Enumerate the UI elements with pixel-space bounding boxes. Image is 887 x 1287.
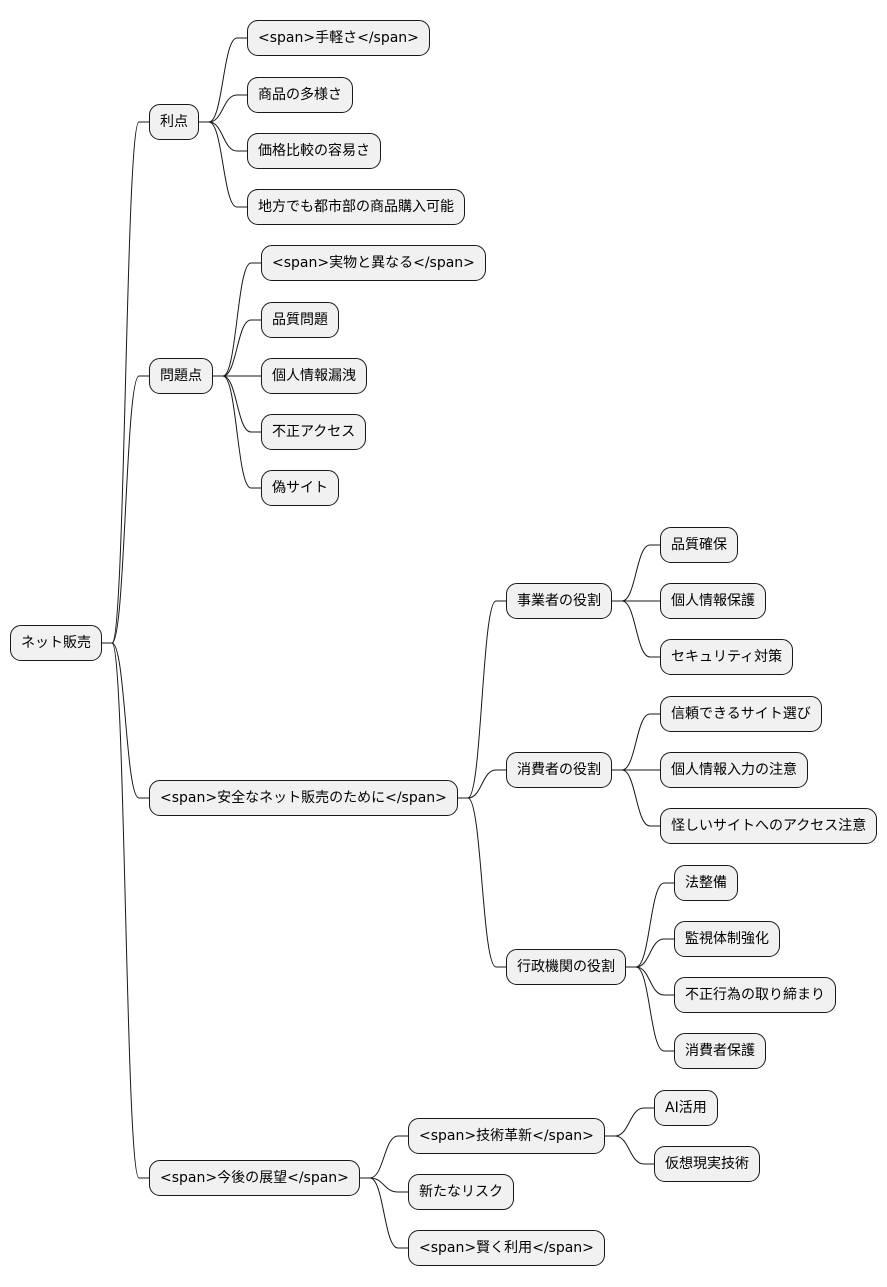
connector-line [626,938,674,968]
role-consumer: 消費者の役割 [506,752,612,788]
connector-line [626,882,674,968]
future-item: <span>賢く利用</span> [408,1230,605,1266]
connector-line [604,1135,654,1165]
connector-line [457,600,506,799]
government-item: 法整備 [674,865,738,901]
branch-future: <span>今後の展望</span> [149,1160,360,1196]
business-item: セキュリティ対策 [660,639,794,675]
connector-line [213,262,261,377]
merit-item: <span>手軽さ</span> [247,20,430,56]
root-node: ネット販売 [10,625,102,661]
government-item: 監視体制強化 [674,921,780,957]
merit-item: 商品の多様さ [247,77,353,113]
connector-line [359,1135,408,1179]
consumer-item: 信頼できるサイト選び [660,696,822,732]
role-business: 事業者の役割 [506,583,612,619]
connector-line [102,375,149,644]
connector-line [359,1177,408,1249]
problem-item: 偽サイト [261,470,339,506]
connector-line [612,544,660,602]
problem-item: 個人情報漏洩 [261,358,367,394]
future-item: 新たなリスク [408,1174,514,1210]
branch-merits: 利点 [149,104,199,140]
connector-line [199,121,247,208]
connector-line [612,600,660,658]
connector-line [457,797,506,968]
connector-line [359,1177,408,1193]
problem-item: <span>実物と異なる</span> [261,245,486,281]
branch-problems: 問題点 [149,358,213,394]
government-item: 消費者保護 [674,1033,766,1069]
connector-line [102,121,149,644]
merit-item: 地方でも都市部の商品購入可能 [247,189,465,225]
consumer-item: 個人情報入力の注意 [660,752,808,788]
branch-safety: <span>安全なネット販売のために</span> [149,780,458,816]
business-item: 個人情報保護 [660,583,766,619]
connector-line [102,642,149,799]
connector-line [604,1107,654,1137]
connector-line [626,966,674,1052]
role-government: 行政機関の役割 [506,949,626,985]
consumer-item: 怪しいサイトへのアクセス注意 [660,808,878,844]
connector-line [102,642,149,1179]
tech-item: 仮想現実技術 [654,1146,760,1182]
connector-line [213,375,261,433]
merit-item: 価格比較の容易さ [247,133,381,169]
connector-line [612,769,660,827]
business-item: 品質確保 [660,527,738,563]
connector-line [199,37,247,123]
problem-item: 不正アクセス [261,414,367,450]
government-item: 不正行為の取り締まり [674,977,836,1013]
connector-line [612,713,660,771]
tech-item: AI活用 [654,1090,718,1126]
problem-item: 品質問題 [261,302,339,338]
connector-line [213,319,261,377]
connector-line [213,375,261,489]
connector-line [199,121,247,152]
connector-line [199,94,247,123]
future-tech: <span>技術革新</span> [408,1118,605,1154]
connector-line [457,769,506,799]
connector-line [626,966,674,996]
